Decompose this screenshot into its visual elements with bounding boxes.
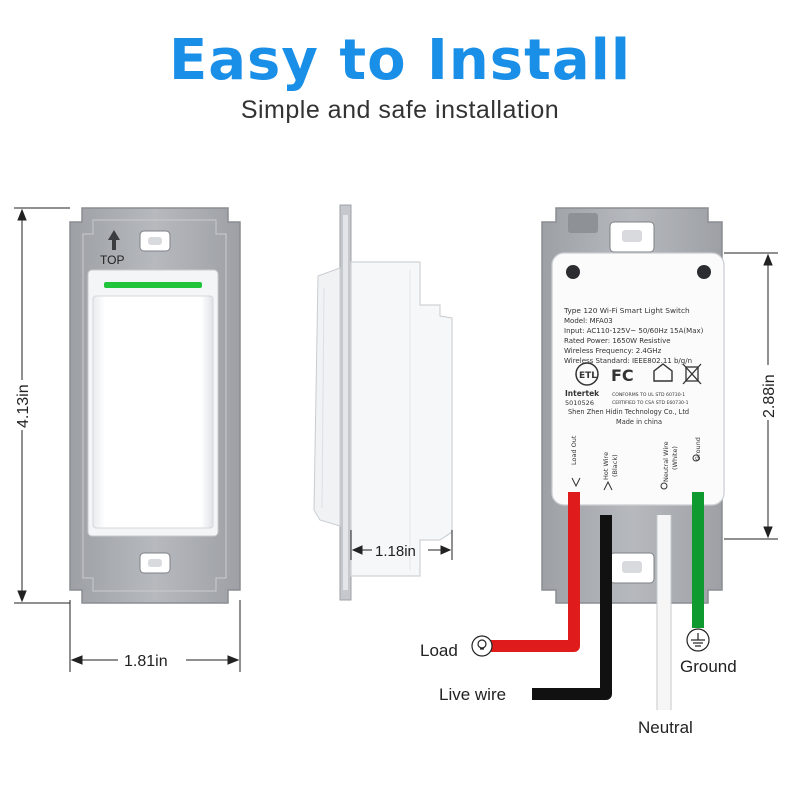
terminal-hot-wire: Hot Wire	[602, 452, 610, 480]
back-housing	[551, 252, 725, 506]
intertek-number: 5010526	[565, 399, 594, 407]
spec-line-2: Model: MFA03	[564, 317, 613, 325]
terminal-load-out: Load Out	[570, 435, 578, 465]
bulb-icon	[471, 635, 493, 657]
manufacturer-text: Shen Zhen Hidin Technology Co., Ltd	[568, 408, 689, 416]
rocker-paddle[interactable]	[92, 295, 214, 529]
load-label: Load	[420, 641, 458, 660]
intertek-label: Intertek	[565, 389, 600, 398]
ground-symbol-icon	[686, 628, 710, 652]
live-wire-label: Live wire	[439, 685, 506, 704]
front-view: TOP	[69, 207, 241, 604]
spec-line-6: Wireless Standard: IEEE802.11 b/g/n	[564, 357, 692, 365]
cert-conforms: CONFORMS TO UL STD 60730-1	[612, 392, 685, 398]
top-mark: TOP	[100, 253, 124, 267]
weee-bin-icon	[682, 363, 702, 385]
side-depth-dimension	[350, 530, 453, 560]
side-body	[350, 261, 453, 577]
led-indicator	[104, 282, 202, 288]
certification-icons: ETL FC	[575, 362, 702, 386]
front-height-label: 4.13in	[15, 384, 32, 428]
neutral-label: Neutral	[638, 718, 693, 737]
wire-red	[482, 492, 580, 652]
side-rocker	[313, 267, 341, 527]
top-arrow-icon	[108, 230, 120, 250]
spec-line-1: Type 120 Wi-Fi Smart Light Switch	[563, 306, 690, 315]
page-title: Easy to Install	[168, 28, 632, 93]
made-in-text: Made in china	[616, 418, 662, 426]
svg-text:ETL: ETL	[579, 371, 597, 381]
terminal-neutral: Neutral Wire	[662, 441, 670, 482]
spec-line-5: Wireless Frequency: 2.4GHz	[564, 347, 662, 355]
side-depth-label: 1.18in	[375, 543, 416, 560]
spec-line-4: Rated Power: 1650W Resistive	[564, 337, 671, 345]
ground-label: Ground	[680, 657, 737, 676]
terminal-hot-wire-sub: (Black)	[611, 454, 619, 477]
back-height-dimension	[724, 252, 778, 540]
etl-mark-icon	[575, 362, 599, 386]
front-width-dimension	[69, 600, 241, 672]
wires	[482, 492, 704, 710]
side-view	[313, 204, 453, 601]
back-height-label: 2.88in	[761, 374, 778, 418]
page-subtitle: Simple and safe installation	[240, 96, 560, 124]
front-height-dimension	[14, 207, 70, 604]
terminal-neutral-sub: (White)	[671, 446, 679, 470]
home-icon	[653, 363, 673, 382]
terminal-ground: Ground	[694, 437, 702, 461]
wire-black	[532, 515, 612, 700]
back-view: Type 120 Wi-Fi Smart Light Switch Model:…	[541, 207, 725, 604]
spec-line-3: Input: AC110-125V~ 50/60Hz 15A(Max)	[564, 327, 704, 335]
fc-mark: FC	[611, 366, 634, 385]
front-width-label: 1.81in	[124, 653, 168, 670]
cert-certified: CERTIFIED TO CSA STD E60730-1	[612, 400, 689, 406]
